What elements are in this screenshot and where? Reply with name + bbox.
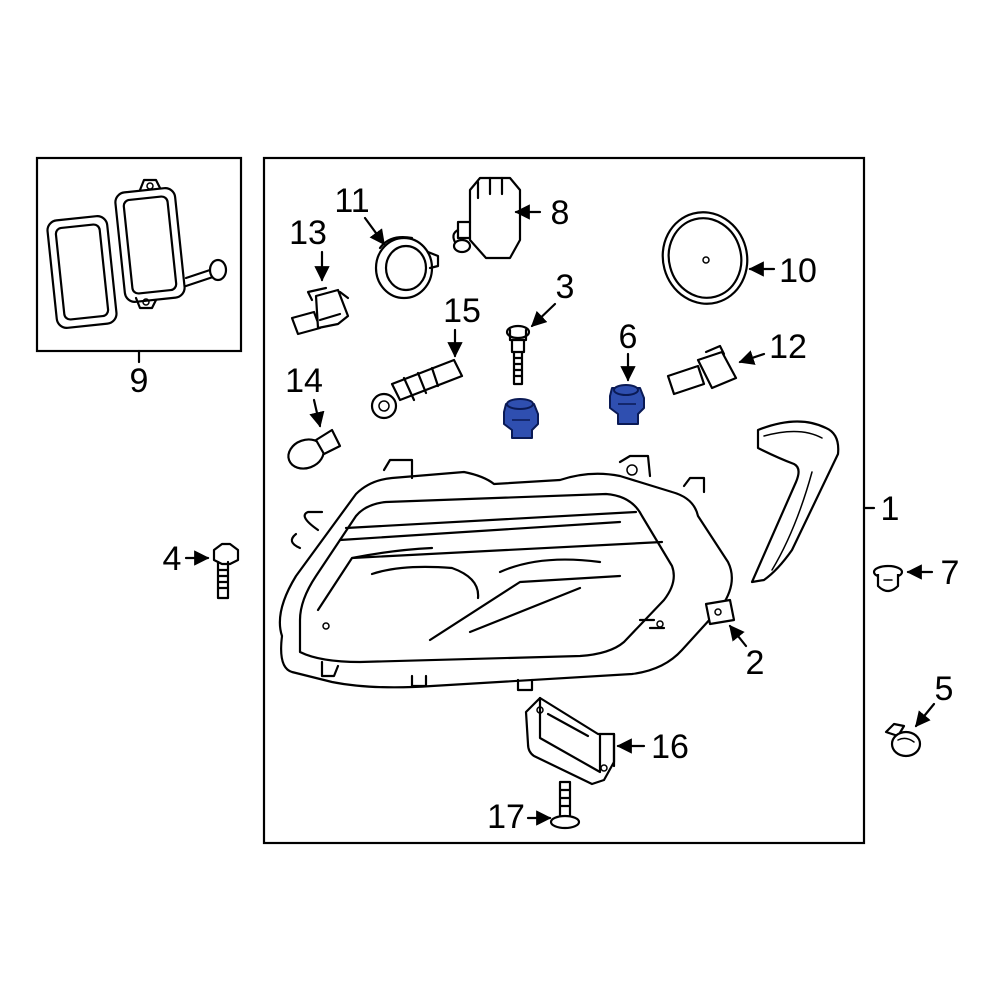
- leader-arrow-2: [728, 624, 748, 648]
- gasket-set-part[interactable]: [46, 178, 228, 329]
- callout-15: 15: [443, 292, 481, 330]
- leader-arrow-11: [363, 216, 386, 246]
- connector-part-3[interactable]: [503, 398, 539, 439]
- callout-6: 6: [619, 318, 638, 356]
- light-module-part[interactable]: [452, 176, 522, 260]
- callout-14: 14: [285, 362, 323, 400]
- turn-signal-bulb-part[interactable]: [666, 344, 738, 396]
- leader-arrow-12: [738, 350, 766, 365]
- connector-part-6[interactable]: [609, 384, 645, 425]
- callout-10: 10: [779, 252, 817, 290]
- leader-arrow-3: [530, 302, 557, 328]
- seal-strip-part[interactable]: [750, 420, 840, 584]
- callout-2: 2: [746, 644, 765, 682]
- screw-part[interactable]: [505, 324, 531, 386]
- callout-1: 1: [881, 490, 900, 528]
- callout-9: 9: [130, 362, 149, 400]
- push-clip-part-7[interactable]: [872, 564, 904, 593]
- callout-17: 17: [487, 798, 525, 836]
- inset-frame-9: [35, 156, 243, 353]
- clip-nut-part[interactable]: [704, 598, 736, 626]
- bulb-socket-part[interactable]: [370, 358, 464, 420]
- callout-11: 11: [334, 182, 369, 220]
- dust-cap-part[interactable]: [653, 203, 758, 314]
- callout-16: 16: [651, 728, 689, 766]
- bolt-part-4[interactable]: [212, 542, 240, 600]
- callout-3: 3: [556, 268, 575, 306]
- push-clip-part-5[interactable]: [884, 722, 922, 758]
- callout-4: 4: [163, 540, 182, 578]
- retaining-ring-part[interactable]: [374, 236, 440, 300]
- leader-arrow-5: [914, 702, 936, 728]
- leader-arrow-14: [309, 398, 325, 428]
- headlight-bulb-part[interactable]: [290, 286, 350, 336]
- main-frame: [262, 156, 866, 845]
- callout-8: 8: [551, 194, 570, 232]
- callout-13: 13: [289, 214, 327, 252]
- screw-part-17[interactable]: [549, 780, 581, 830]
- side-marker-bulb-part[interactable]: [284, 428, 342, 473]
- callout-7: 7: [941, 554, 960, 592]
- control-module-part[interactable]: [524, 696, 616, 786]
- callout-12: 12: [769, 328, 807, 366]
- headlamp-assembly-part[interactable]: [278, 454, 733, 692]
- callout-5: 5: [935, 670, 954, 708]
